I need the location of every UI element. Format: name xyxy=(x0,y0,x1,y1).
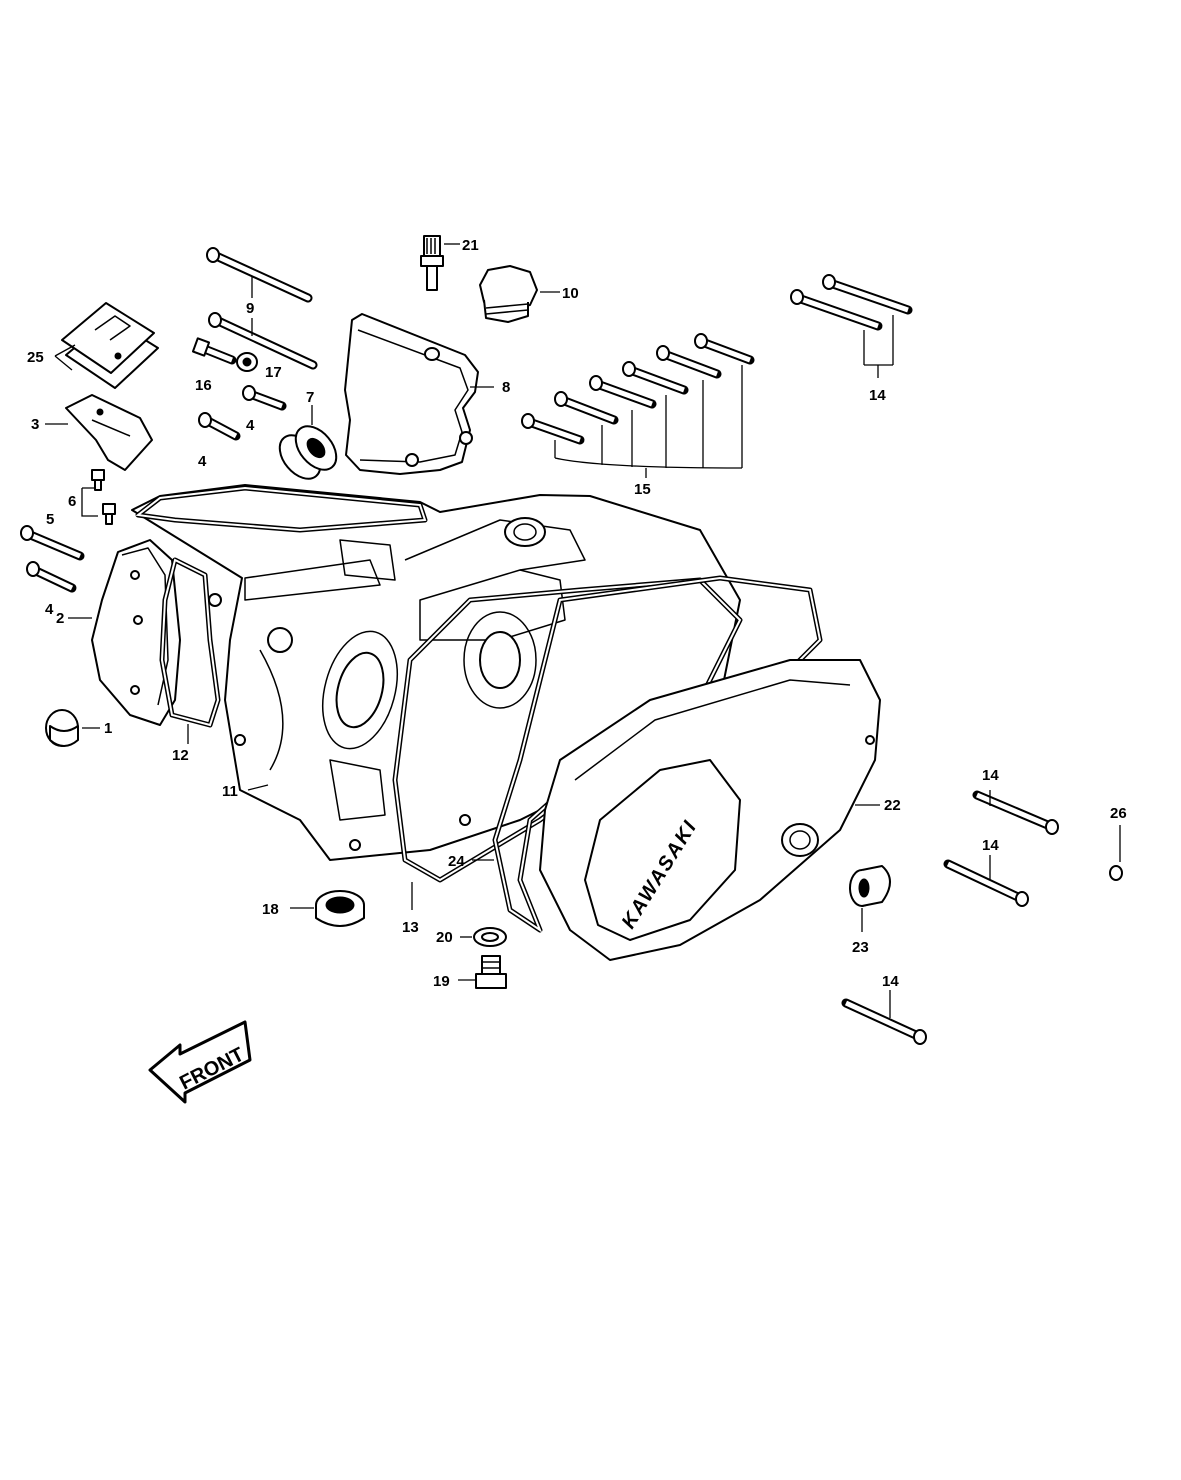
bolt-14-c xyxy=(841,998,927,1045)
callout-15: 15 xyxy=(634,481,651,498)
callout-17: 17 xyxy=(265,364,282,381)
bolt-4-upper xyxy=(242,385,287,411)
callout-4-upper: 4 xyxy=(246,417,255,434)
callout-14-upper: 14 xyxy=(869,387,886,404)
upper-gasket xyxy=(135,485,428,533)
callout-26: 26 xyxy=(1110,805,1127,822)
callout-11: 11 xyxy=(222,783,238,800)
bolt-14-a xyxy=(972,790,1059,835)
callout-9: 9 xyxy=(246,300,254,317)
washer-20 xyxy=(473,927,507,947)
callout-18: 18 xyxy=(262,901,279,918)
callout-14-right-a: 14 xyxy=(982,837,999,854)
callout-24: 24 xyxy=(448,853,465,870)
bolt-9-upper xyxy=(206,247,313,303)
callout-4-lower: 4 xyxy=(198,453,207,470)
right-cover-22: KAWASAKI xyxy=(539,659,881,961)
callout-22: 22 xyxy=(884,797,901,814)
gasket-24 xyxy=(492,575,823,933)
callout-6: 6 xyxy=(68,493,76,510)
ring-26 xyxy=(1109,865,1123,881)
callout-20: 20 xyxy=(436,929,453,946)
callout-16: 16 xyxy=(195,377,212,394)
plate-3 xyxy=(65,394,153,471)
callout-12: 12 xyxy=(172,747,189,764)
bolt-16 xyxy=(191,337,237,365)
callout-8: 8 xyxy=(502,379,510,396)
callout-4-left: 4 xyxy=(45,601,54,618)
drain-plug-19 xyxy=(475,955,507,989)
oil-filler-cap-10 xyxy=(479,265,538,323)
callout-19: 19 xyxy=(433,973,450,990)
bolt-4-lower xyxy=(198,412,241,441)
bolt-5 xyxy=(20,525,85,561)
callout-labels: 1 2 3 4 4 4 5 6 7 8 9 10 11 12 13 14 14 … xyxy=(27,237,1127,990)
bolt-4-left xyxy=(26,561,77,593)
callout-3: 3 xyxy=(31,416,39,433)
screw-21 xyxy=(420,235,444,291)
oil-seal-23 xyxy=(849,865,891,907)
plates-25 xyxy=(61,302,159,389)
oil-seal-18 xyxy=(315,890,365,927)
callout-14-right-c: 14 xyxy=(982,767,999,784)
callout-23: 23 xyxy=(852,939,869,956)
left-cover-2 xyxy=(91,539,181,726)
callout-25: 25 xyxy=(27,349,44,366)
callout-2: 2 xyxy=(56,610,64,627)
bolt-9-lower xyxy=(208,312,318,370)
bolt-14-b xyxy=(943,859,1029,907)
callout-13: 13 xyxy=(402,919,419,936)
nut-17 xyxy=(236,352,258,372)
callout-1: 1 xyxy=(104,720,112,737)
callout-14-right-b: 14 xyxy=(882,973,899,990)
plug-cap-1 xyxy=(45,709,79,747)
gasket-12 xyxy=(159,557,221,728)
bolts-15 xyxy=(521,333,755,445)
front-direction-arrow: FRONT xyxy=(148,1020,252,1104)
callout-5: 5 xyxy=(46,511,54,528)
bolts-14-upper xyxy=(790,274,913,331)
callout-7: 7 xyxy=(306,389,314,406)
screws-6 xyxy=(91,469,116,525)
sprocket-cover-8 xyxy=(344,313,479,475)
callout-10: 10 xyxy=(562,285,579,302)
callout-21: 21 xyxy=(462,237,479,254)
bearing-7 xyxy=(278,425,338,480)
